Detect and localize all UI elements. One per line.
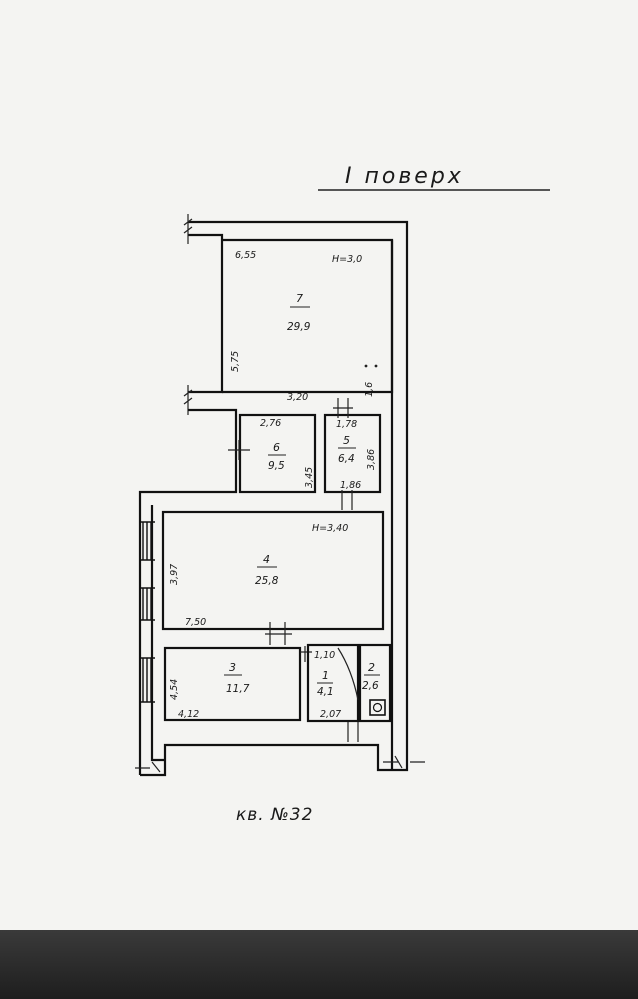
room-7-dim-bottom: 3,20	[287, 392, 308, 403]
room-7-area: 29,9	[287, 321, 311, 333]
bottom-dark-band	[0, 930, 638, 999]
room-4: H=3,40 4 25,8 3,97 7,50	[140, 510, 385, 645]
room-7: 6,55 H=3,0 7 29,9 5,75 3,20 1,6	[230, 250, 378, 403]
room-5-dim-bottom: 1,86	[340, 480, 361, 491]
floor-title: I поверх	[345, 164, 464, 189]
floor-plan-drawing: I поверх 6,55 H=3,0 7 29,9 5,75 3,20 1,6…	[135, 164, 550, 825]
floor-plan-sheet: I поверх 6,55 H=3,0 7 29,9 5,75 3,20 1,6…	[0, 0, 638, 930]
room-3-area: 11,7	[226, 683, 250, 695]
room-1-dim-top: 1,10	[314, 650, 335, 661]
room-7-dim-left: 5,75	[230, 351, 241, 372]
room-1-number: 1	[322, 669, 329, 682]
room-6-dim-right: 3,45	[304, 467, 315, 488]
room-1-dim-bottom: 2,07	[320, 709, 341, 720]
room-5-dim-right: 3,86	[366, 449, 377, 470]
room-6-dim-top: 2,76	[260, 418, 281, 429]
room-2-area: 2,6	[362, 680, 379, 692]
room-4-area: 25,8	[255, 575, 279, 587]
room-4-dim-left: 3,97	[169, 564, 180, 585]
room-5-dim-top: 1,78	[336, 419, 357, 430]
room-4-height: H=3,40	[312, 523, 348, 534]
room-2-number: 2	[368, 661, 375, 674]
room-7-height: H=3,0	[332, 254, 362, 265]
room-4-number: 4	[263, 553, 270, 566]
room-3-number: 3	[229, 661, 236, 674]
room-1-area: 4,1	[317, 686, 334, 698]
room-1: 1,10 1 4,1 2,07	[306, 643, 360, 742]
room-6-area: 9,5	[268, 460, 285, 472]
room-5: 1,78 5 6,4 1,86 3,86	[323, 398, 382, 510]
room-2: 2 2,6	[358, 643, 392, 723]
apartment-label: кв. №32	[236, 805, 313, 825]
room-4-dim-bottom: 7,50	[185, 617, 206, 628]
room-5-area: 6,4	[338, 453, 355, 465]
room-5-number: 5	[343, 434, 350, 447]
room-7-number: 7	[296, 292, 303, 305]
room-3-dim-left: 4,54	[169, 679, 180, 700]
room-7-dim-door: 1,6	[364, 382, 375, 397]
room-3: 3 11,7 4,54 4,12	[140, 646, 312, 722]
room-3-dim-bottom: 4,12	[178, 709, 199, 720]
room-7-dim-top: 6,55	[235, 250, 256, 261]
fixture-icon	[369, 699, 386, 716]
room-6: 2,76 6 9,5 3,45	[228, 413, 317, 494]
room-6-number: 6	[273, 441, 280, 454]
exterior-walls	[135, 214, 425, 777]
